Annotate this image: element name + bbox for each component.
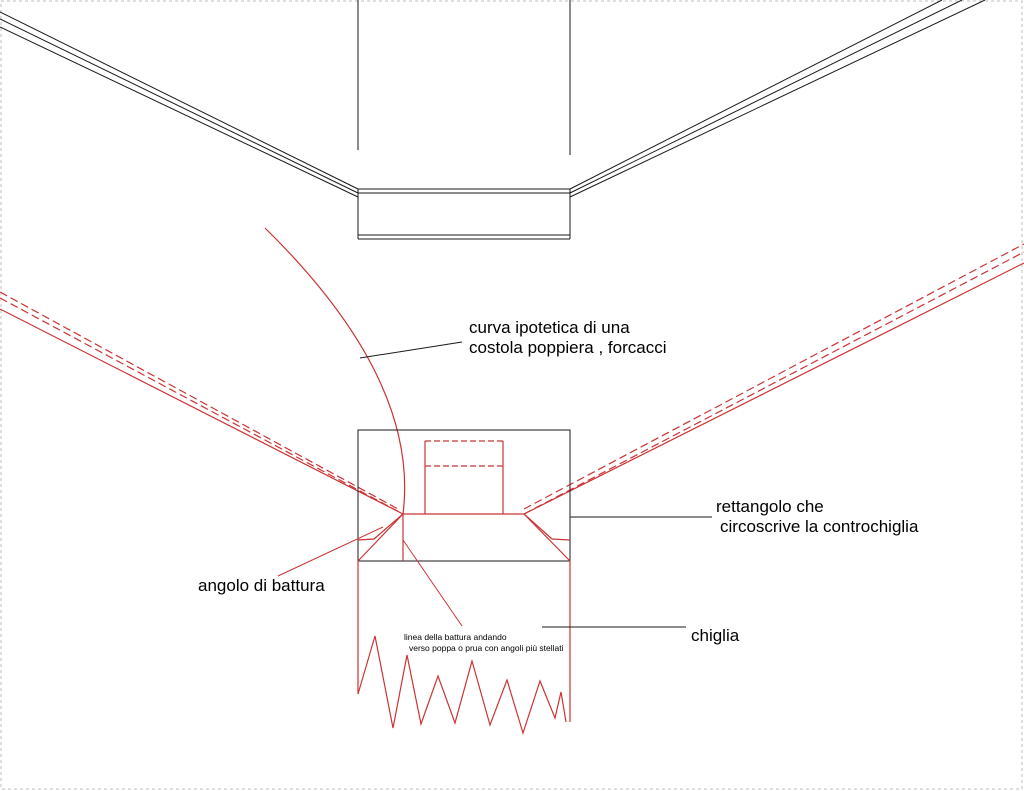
keelson-upper-box — [424, 440, 504, 514]
label-rectangle: rettangolo che circoscrive la controchig… — [716, 497, 918, 538]
label-curve: curva ipotetica di una costola poppiera … — [469, 318, 667, 359]
label-angle: angolo di battura — [198, 576, 325, 595]
label-curve-line1: curva ipotetica di una — [469, 318, 630, 337]
leader-lines — [277, 341, 712, 628]
right-hull-lines — [523, 243, 1024, 515]
label-keel: chiglia — [691, 626, 740, 645]
leader-angle — [277, 526, 384, 577]
label-curve-line2: costola poppiera , forcacci — [469, 338, 667, 358]
leader-curve — [359, 341, 463, 359]
label-note-line1: linea della battura andando — [404, 632, 507, 642]
keel-shape — [357, 561, 571, 736]
right-top-diagonal — [569, 0, 986, 198]
rib-curve — [264, 227, 406, 515]
center-beam-box — [357, 188, 571, 240]
label-note: linea della battura andando verso poppa … — [404, 632, 564, 653]
label-note-line2: verso poppa o prua con angoli più stella… — [409, 642, 564, 653]
label-rectangle-line2: circoscrive la controchiglia — [720, 517, 919, 537]
circumscribing-rectangle — [357, 429, 571, 562]
left-top-diagonal — [0, 11, 359, 198]
left-hull-lines — [0, 291, 404, 515]
keel-torn-edge — [357, 635, 567, 736]
top-frame-section — [0, 0, 986, 240]
label-rectangle-line1: rettangolo che — [716, 497, 824, 516]
keelson-shape — [357, 440, 571, 562]
leader-note — [402, 539, 463, 627]
